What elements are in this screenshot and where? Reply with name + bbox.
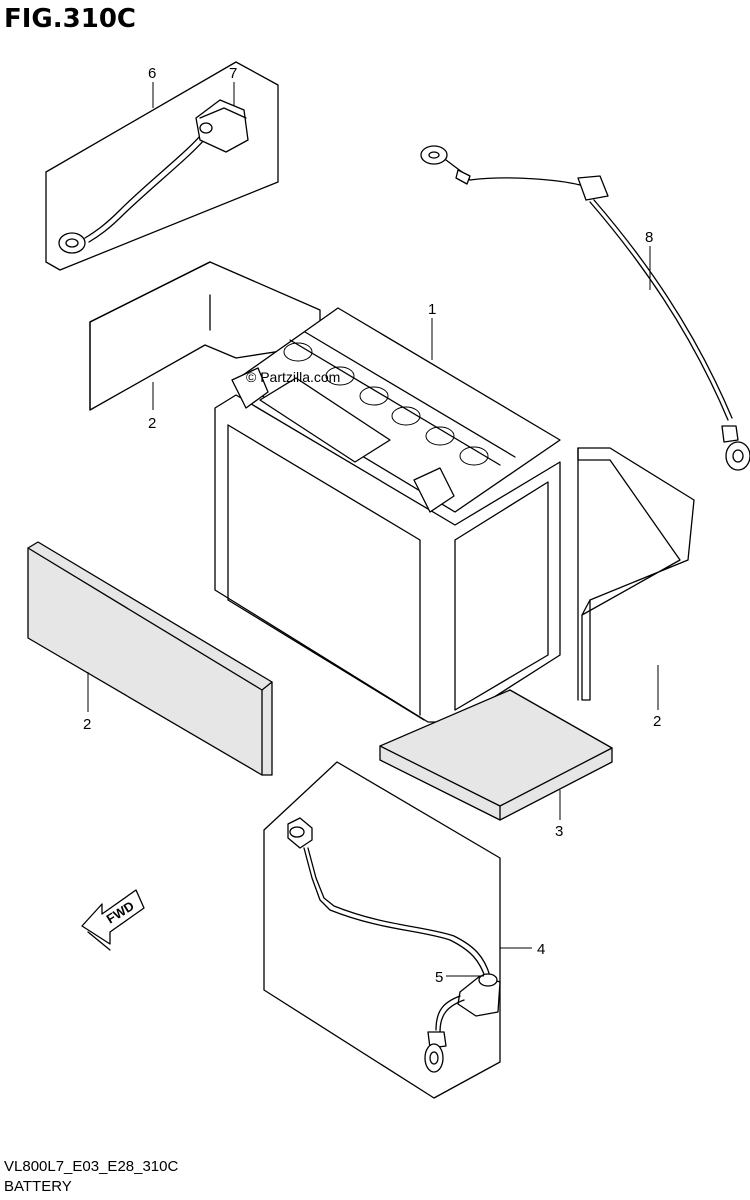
callout-2-upper-left: 2 [148, 415, 156, 432]
callout-2-right: 2 [653, 713, 661, 730]
figure-title: FIG.310C [4, 4, 137, 34]
callout-3: 3 [555, 823, 563, 840]
pad-2-right [577, 447, 695, 701]
callout-2-lower-left: 2 [83, 716, 91, 733]
callout-1: 1 [428, 301, 436, 318]
battery-1 [214, 307, 561, 723]
cable-8 [420, 145, 750, 471]
cable-6-panel [45, 61, 279, 271]
leader-lines [87, 82, 659, 977]
callout-7: 7 [229, 65, 237, 82]
fwd-arrow-icon: FWD [81, 889, 145, 951]
figure-code: VL800L7_E03_E28_310C [4, 1158, 179, 1175]
callout-5: 5 [435, 969, 443, 986]
pad-2-lower-left [27, 541, 273, 776]
watermark: © Partzilla.com [246, 369, 340, 385]
cable-4-panel [263, 761, 501, 1099]
pad-3-bottom [379, 689, 613, 821]
callout-6: 6 [148, 65, 156, 82]
callout-8: 8 [645, 229, 653, 246]
callout-4: 4 [537, 941, 545, 958]
pad-2-upper-left [89, 261, 321, 411]
figure-name: BATTERY [4, 1178, 72, 1195]
